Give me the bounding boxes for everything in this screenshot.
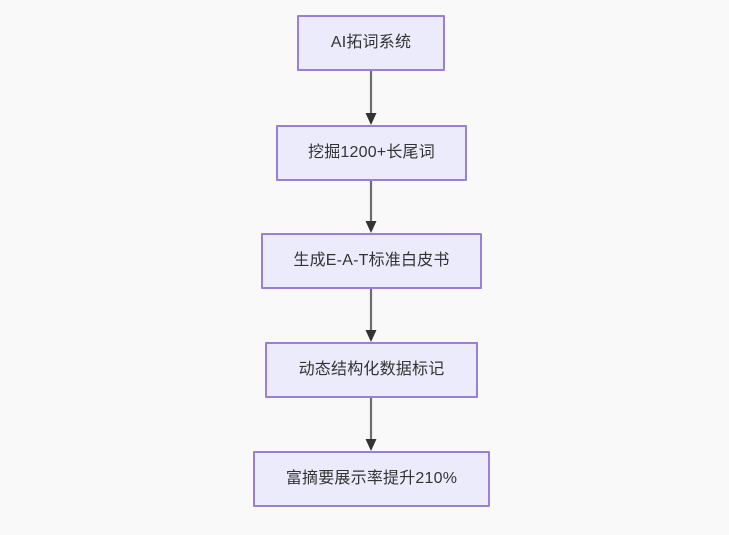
edge-node3-node4 — [365, 289, 377, 342]
arrowhead-icon — [365, 113, 377, 125]
node-label: 挖掘1200+长尾词 — [308, 144, 435, 162]
node-label: AI拓词系统 — [330, 34, 412, 52]
arrowhead-icon — [365, 221, 377, 233]
node-label: 生成E-A-T标准白皮书 — [293, 252, 450, 270]
arrowhead-icon — [365, 439, 377, 451]
arrowhead-icon — [365, 330, 377, 342]
node-label: 富摘要展示率提升210% — [285, 470, 458, 488]
flowchart-node-longtail-keywords[interactable]: 挖掘1200+长尾词 — [276, 125, 467, 181]
flowchart-node-rich-snippet-result[interactable]: 富摘要展示率提升210% — [253, 451, 490, 507]
edge-node4-node5 — [365, 398, 377, 451]
node-label: 动态结构化数据标记 — [298, 361, 445, 379]
edge-node2-node3 — [365, 181, 377, 233]
flowchart-node-ai-keyword-system[interactable]: AI拓词系统 — [297, 15, 445, 71]
flowchart-node-structured-data-markup[interactable]: 动态结构化数据标记 — [265, 342, 478, 398]
flowchart-node-eat-whitepaper[interactable]: 生成E-A-T标准白皮书 — [261, 233, 482, 289]
edge-node1-node2 — [365, 71, 377, 125]
